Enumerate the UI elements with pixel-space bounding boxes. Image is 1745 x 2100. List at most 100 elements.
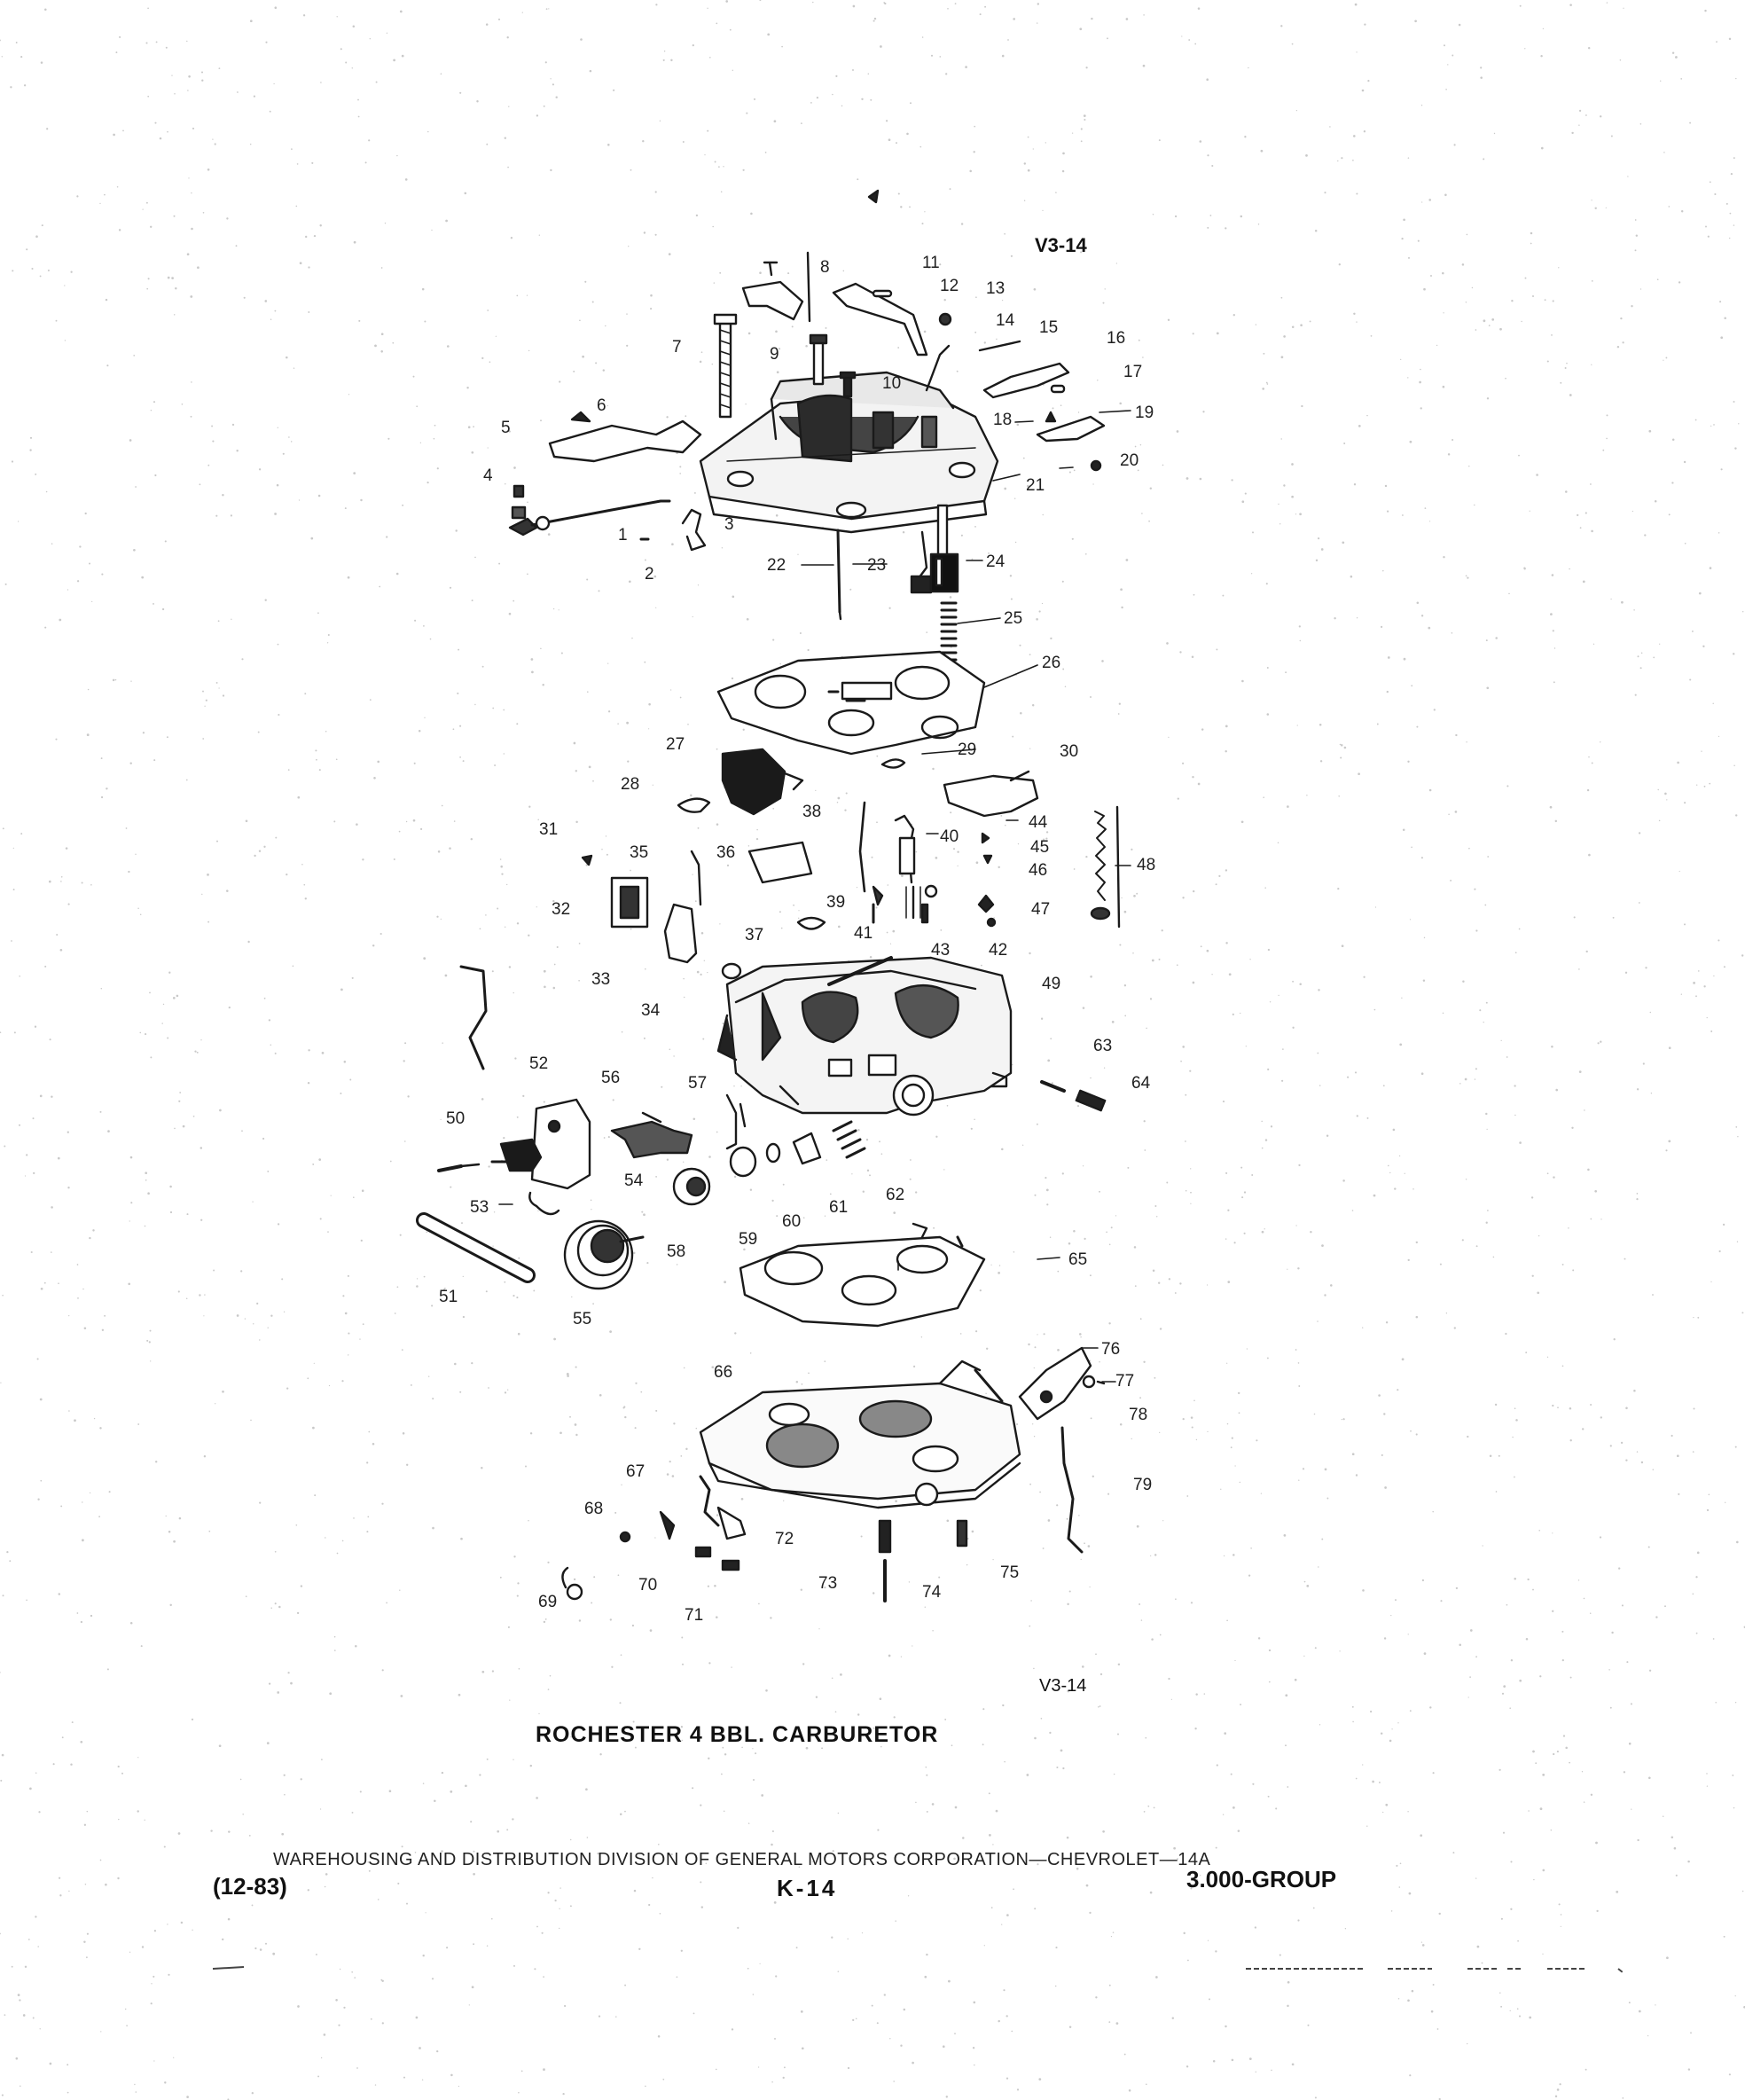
diagram-code-top: V3-14 bbox=[1035, 234, 1087, 256]
callout-55: 55 bbox=[573, 1310, 592, 1328]
callout-13: 13 bbox=[986, 279, 1006, 298]
callout-2: 2 bbox=[645, 565, 654, 584]
callout-66: 66 bbox=[714, 1363, 733, 1382]
callout-77: 77 bbox=[1115, 1372, 1135, 1391]
throttle-body-gasket bbox=[739, 1222, 986, 1328]
callout-70: 70 bbox=[638, 1576, 658, 1595]
callout-39: 39 bbox=[826, 893, 846, 912]
callout-72: 72 bbox=[775, 1530, 794, 1548]
callout-6: 6 bbox=[597, 396, 606, 415]
float-bowl bbox=[716, 956, 1013, 1117]
callout-52: 52 bbox=[529, 1054, 549, 1073]
callout-57: 57 bbox=[688, 1074, 708, 1093]
callout-33: 33 bbox=[591, 970, 611, 989]
callout-17: 17 bbox=[1123, 363, 1143, 381]
callout-76: 76 bbox=[1101, 1340, 1121, 1359]
callout-78: 78 bbox=[1129, 1406, 1148, 1424]
division-line: WAREHOUSING AND DISTRIBUTION DIVISION OF… bbox=[273, 1850, 1211, 1869]
group-label: 3.000-GROUP bbox=[1186, 1866, 1337, 1892]
callout-63: 63 bbox=[1093, 1037, 1113, 1055]
callout-51: 51 bbox=[439, 1288, 458, 1306]
callout-19: 19 bbox=[1135, 404, 1154, 422]
callout-14: 14 bbox=[996, 311, 1015, 330]
callout-54: 54 bbox=[624, 1171, 644, 1190]
callout-26: 26 bbox=[1042, 654, 1061, 672]
air-horn-assembly bbox=[699, 371, 999, 534]
callout-62: 62 bbox=[886, 1186, 905, 1204]
callout-45: 45 bbox=[1030, 838, 1050, 857]
callout-11: 11 bbox=[922, 254, 940, 272]
callout-31: 31 bbox=[539, 820, 559, 839]
callout-12: 12 bbox=[940, 277, 959, 295]
callout-49: 49 bbox=[1042, 975, 1061, 993]
scan-edge-marks bbox=[212, 1966, 1624, 1973]
callout-24: 24 bbox=[986, 552, 1006, 571]
callout-15: 15 bbox=[1039, 318, 1059, 337]
callout-27: 27 bbox=[666, 735, 685, 754]
callout-29: 29 bbox=[958, 740, 977, 759]
callout-36: 36 bbox=[716, 843, 736, 862]
callout-48: 48 bbox=[1137, 856, 1156, 874]
screw-9-shape bbox=[812, 338, 825, 386]
callout-56: 56 bbox=[601, 1069, 621, 1087]
air-horn-long-screw bbox=[713, 313, 738, 419]
callout-4: 4 bbox=[483, 466, 493, 485]
callout-43: 43 bbox=[931, 941, 951, 960]
vacuum-diaphragm bbox=[563, 1219, 645, 1290]
callout-68: 68 bbox=[584, 1500, 604, 1518]
callout-67: 67 bbox=[626, 1462, 646, 1481]
choke-lever-shape bbox=[741, 280, 804, 321]
callout-44: 44 bbox=[1029, 813, 1048, 832]
callout-38: 38 bbox=[802, 803, 822, 821]
callout-18: 18 bbox=[993, 411, 1013, 429]
callout-61: 61 bbox=[829, 1198, 849, 1217]
callout-30: 30 bbox=[1060, 742, 1079, 761]
metering-rod-shape bbox=[836, 529, 842, 621]
callout-3: 3 bbox=[724, 515, 734, 534]
callout-23: 23 bbox=[867, 556, 887, 575]
page-number: K-14 bbox=[777, 1875, 838, 1901]
diagram-code-bottom: V3-14 bbox=[1039, 1676, 1087, 1696]
callout-10: 10 bbox=[882, 374, 902, 393]
callout-53: 53 bbox=[470, 1198, 489, 1217]
callout-58: 58 bbox=[667, 1242, 686, 1261]
callout-42: 42 bbox=[989, 941, 1008, 960]
callout-22: 22 bbox=[767, 556, 786, 575]
callout-41: 41 bbox=[854, 924, 873, 943]
callout-47: 47 bbox=[1031, 900, 1051, 919]
date-code: (12-83) bbox=[213, 1873, 287, 1900]
callout-37: 37 bbox=[745, 926, 764, 944]
callout-46: 46 bbox=[1029, 861, 1048, 880]
throttle-body bbox=[699, 1360, 1021, 1509]
callout-69: 69 bbox=[538, 1593, 558, 1611]
callout-71: 71 bbox=[685, 1606, 704, 1625]
callout-20: 20 bbox=[1120, 451, 1139, 470]
callout-64: 64 bbox=[1131, 1074, 1151, 1093]
callout-16: 16 bbox=[1107, 329, 1126, 348]
callout-7: 7 bbox=[672, 338, 682, 357]
callout-8: 8 bbox=[820, 258, 830, 277]
power-piston-shape bbox=[910, 504, 959, 662]
callout-74: 74 bbox=[922, 1583, 942, 1602]
callout-40: 40 bbox=[940, 827, 959, 846]
callout-35: 35 bbox=[630, 843, 649, 862]
callout-9: 9 bbox=[770, 345, 779, 364]
callout-75: 75 bbox=[1000, 1563, 1020, 1582]
page-title: ROCHESTER 4 BBL. CARBURETOR bbox=[536, 1722, 939, 1747]
callout-25: 25 bbox=[1004, 609, 1023, 628]
callout-21: 21 bbox=[1026, 476, 1045, 495]
callout-60: 60 bbox=[782, 1212, 802, 1231]
callout-79: 79 bbox=[1133, 1476, 1153, 1494]
callout-28: 28 bbox=[621, 775, 640, 794]
callout-32: 32 bbox=[552, 900, 571, 919]
callout-73: 73 bbox=[818, 1574, 838, 1593]
callout-50: 50 bbox=[446, 1109, 466, 1128]
callout-34: 34 bbox=[641, 1001, 661, 1020]
callout-59: 59 bbox=[739, 1230, 758, 1249]
callout-5: 5 bbox=[501, 419, 511, 437]
callout-65: 65 bbox=[1068, 1250, 1088, 1269]
callout-1: 1 bbox=[618, 526, 628, 545]
air-horn-gasket bbox=[716, 650, 986, 756]
